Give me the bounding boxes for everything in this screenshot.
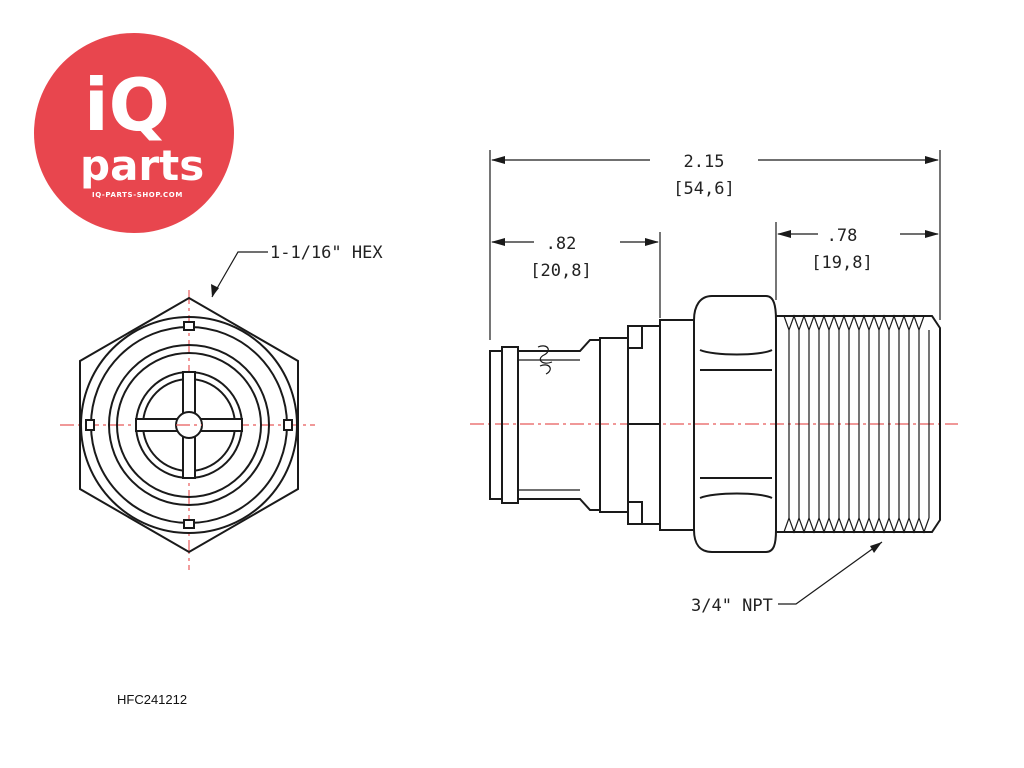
ring-4 (116, 352, 262, 498)
collar (599, 337, 629, 513)
ring-3 (108, 344, 270, 506)
thread-leader-arrowhead (870, 542, 882, 553)
notch-right (283, 419, 293, 431)
right-dim-inch: .78 (827, 226, 858, 246)
plug-body (518, 339, 601, 511)
dimension-overall: 2.15 [54,6] (489, 150, 941, 340)
thread-teeth-bottom (783, 516, 930, 534)
left-dim-inch: .82 (546, 234, 577, 254)
thread-callout-group: 3/4" NPT (691, 541, 883, 616)
overall-dim-mm: [54,6] (673, 179, 734, 199)
latch-bottom-tab (627, 501, 643, 525)
overall-dim-inch: 2.15 (684, 152, 725, 172)
thread-leader-line (778, 541, 883, 605)
plug-nose-face (489, 350, 503, 500)
outer-ring (80, 316, 298, 534)
thread-lines (788, 330, 930, 518)
front-view: 1-1/16" HEX (60, 243, 383, 570)
dimension-left: .82 [20,8] (491, 232, 661, 318)
hex-nut (693, 295, 777, 553)
hex-facet-top (699, 349, 773, 371)
hex-facet-bottom (699, 477, 773, 499)
logo-word-top: iQ (84, 63, 170, 147)
hex-leader-arrowhead (211, 284, 219, 297)
notch-left (85, 419, 95, 431)
right-dim-mm: [19,8] (811, 253, 872, 273)
brand-logo: iQ parts IQ-PARTS-SHOP.COM (34, 33, 234, 233)
left-dim-mm: [20,8] (530, 261, 591, 281)
logo-word-bottom: parts (80, 141, 204, 190)
shoulder (659, 319, 695, 531)
spring-detail (537, 345, 553, 375)
notch-top (183, 321, 195, 331)
part-number: HFC241212 (117, 692, 188, 707)
thread-teeth-top (783, 314, 925, 332)
hex-callout: 1-1/16" HEX (270, 243, 383, 263)
side-view (470, 295, 958, 553)
dimension-right: .78 [19,8] (775, 222, 939, 300)
logo-circle (34, 33, 234, 233)
latch-top-tab (627, 325, 643, 349)
logo-url: IQ-PARTS-SHOP.COM (92, 191, 183, 199)
notch-bottom (183, 519, 195, 529)
thread-callout: 3/4" NPT (691, 596, 773, 616)
plug-nose-ring (501, 346, 519, 504)
hex-leader-line (211, 251, 268, 298)
thread-outline (776, 315, 941, 533)
hex-outline (79, 296, 299, 554)
